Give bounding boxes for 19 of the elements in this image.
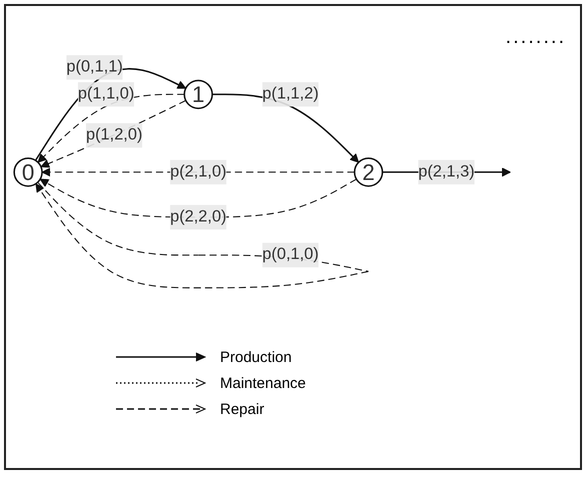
legend-label: Production xyxy=(220,348,292,366)
edge-label: p(1,2,0) xyxy=(86,126,142,144)
edge-label: p(0,1,0) xyxy=(262,245,319,263)
edge-label: p(1,1,2) xyxy=(262,84,319,102)
node-circle xyxy=(354,156,384,186)
legend-label: Repair xyxy=(220,400,264,418)
state-diagram: p(0,1,1) p(1,1,2) p(2,1,3) p(0,1,0) p(1,1,0) p(2,1,0) p(1,2,0) p(2,2,0) 0 1 2 xyxy=(6,46,580,296)
arrow xyxy=(34,68,186,160)
edge-label: p(2,1,3) xyxy=(418,162,475,180)
arrow xyxy=(38,93,184,162)
legend-label: Maintenance xyxy=(220,374,306,392)
node-circle xyxy=(13,156,43,186)
edge-label: p(2,1,0) xyxy=(170,162,226,180)
continuation-dots: ........ xyxy=(506,26,566,49)
node-circle xyxy=(184,79,213,109)
edge-label: p(2,2,0) xyxy=(170,207,226,225)
arrow xyxy=(40,100,186,168)
edge-label: p(0,1,1) xyxy=(66,58,123,76)
edge-label: p(1,1,0) xyxy=(78,84,134,102)
